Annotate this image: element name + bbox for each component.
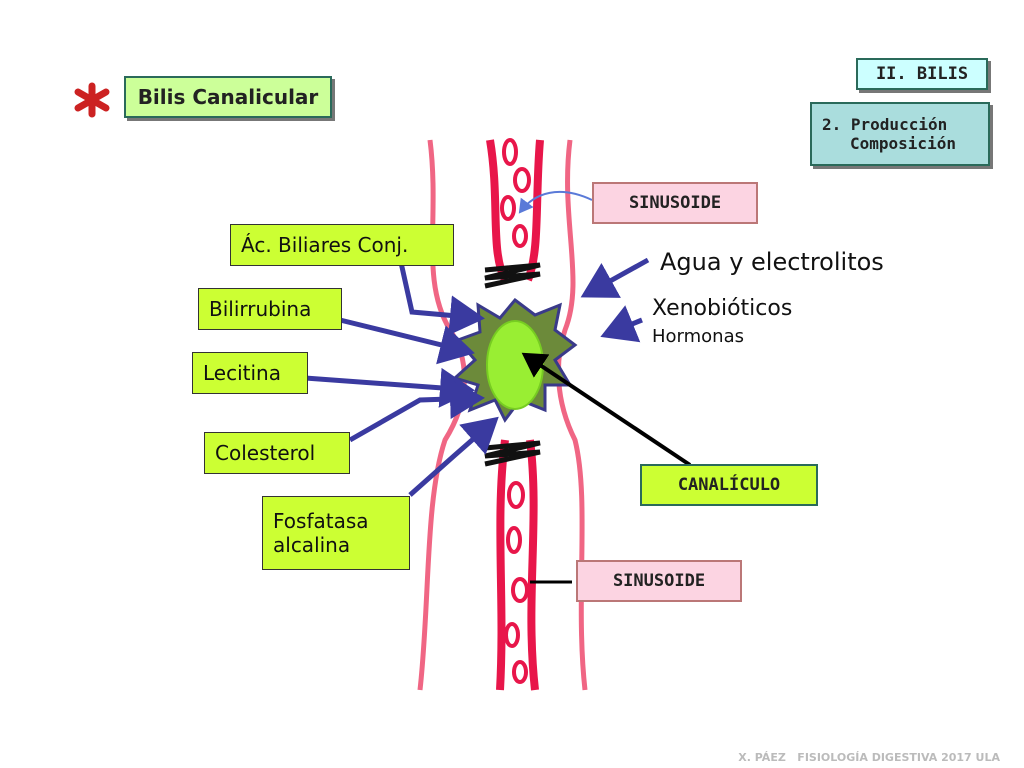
label-lecitina-text: Lecitina — [203, 361, 281, 385]
sinusoid-vessel — [486, 139, 544, 691]
sinusoid-pointer-arrow — [518, 190, 593, 214]
label-lecitina: Lecitina — [192, 352, 308, 394]
asterisk-icon — [74, 82, 110, 118]
label-agua-electrolitos: Agua y electrolitos — [660, 248, 884, 276]
label-bilirrubina: Bilirrubina — [198, 288, 342, 330]
label-canaliculo-text: CANALÍCULO — [677, 475, 781, 495]
label-xenobioticos-text: Xenobióticos — [652, 296, 793, 321]
section-tag: II. BILIS — [856, 58, 988, 90]
label-acidos-biliares-text: Ác. Biliares Conj. — [241, 233, 409, 257]
label-fosfatasa-alcalina: Fosfatasa alcalina — [262, 496, 410, 570]
label-sinusoide-top: SINUSOIDE — [592, 182, 758, 224]
slide-title: Bilis Canalicular — [124, 76, 332, 118]
subsection-line1: 2. Producción — [822, 115, 948, 134]
canaliculus-pointer-arrow — [521, 352, 692, 467]
label-xenobioticos: Xenobióticos — [652, 296, 792, 321]
label-hormonas: Hormonas — [652, 326, 744, 347]
label-sinusoide-bottom-text: SINUSOIDE — [612, 571, 706, 591]
red-blood-cells — [500, 138, 531, 684]
subsection-tag: 2. Producción Composición — [810, 102, 990, 166]
label-fosfatasa-line2: alcalina — [273, 533, 351, 557]
label-sinusoide-top-text: SINUSOIDE — [628, 193, 722, 213]
label-canaliculo: CANALÍCULO — [640, 464, 818, 506]
slide-title-text: Bilis Canalicular — [137, 85, 319, 109]
label-colesterol: Colesterol — [204, 432, 350, 474]
label-fosfatasa-line1: Fosfatasa — [273, 509, 369, 533]
label-agua-text: Agua y electrolitos — [660, 248, 884, 276]
subsection-line2: Composición — [850, 134, 956, 153]
canaliculus-lumen — [486, 320, 544, 410]
section-tag-text: II. BILIS — [875, 64, 969, 84]
label-hormonas-text: Hormonas — [652, 326, 744, 347]
secretion-arrows — [304, 257, 650, 497]
label-sinusoide-bottom: SINUSOIDE — [576, 560, 742, 602]
tight-junction — [484, 262, 541, 467]
label-bilirrubina-text: Bilirrubina — [209, 297, 312, 321]
label-acidos-biliares: Ác. Biliares Conj. — [230, 224, 454, 266]
label-colesterol-text: Colesterol — [215, 441, 316, 465]
footer-credit-text: X. PÁEZ FISIOLOGÍA DIGESTIVA 2017 ULA — [738, 751, 1000, 764]
footer-credit: X. PÁEZ FISIOLOGÍA DIGESTIVA 2017 ULA — [731, 738, 1000, 764]
